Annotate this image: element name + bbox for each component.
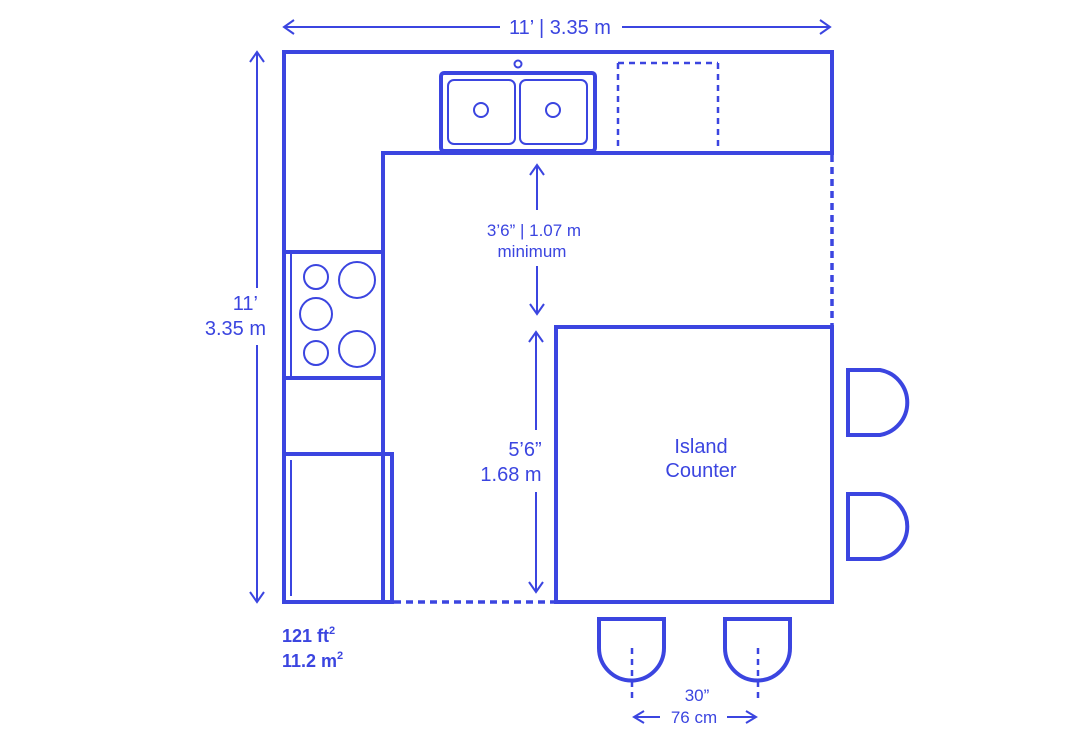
area-label: 121 ft2 11.2 m2 bbox=[282, 625, 343, 671]
island-gap-ft: 5’6” bbox=[508, 439, 541, 461]
left-dimension-m: 3.35 m bbox=[205, 318, 266, 340]
refrigerator bbox=[282, 452, 394, 604]
island-gap-dimension: 5’6” 1.68 m bbox=[480, 330, 544, 594]
island-label-line2: Counter bbox=[665, 460, 736, 482]
stool-spacing-dimension: 30” 76 cm bbox=[632, 686, 758, 727]
stool-spacing-in: 30” bbox=[685, 686, 710, 705]
clearance-value: 3’6” | 1.07 m bbox=[487, 221, 581, 240]
clearance-note: minimum bbox=[498, 242, 567, 261]
island-label-line1: Island bbox=[674, 436, 727, 458]
island-counter: Island Counter bbox=[554, 325, 834, 604]
stool-right-1 bbox=[846, 368, 910, 437]
stool-spacing-cm: 76 cm bbox=[671, 708, 717, 727]
area-imperial: 121 ft2 bbox=[282, 625, 335, 646]
left-dimension: 11’ 3.35 m bbox=[205, 50, 266, 604]
left-dimension-ft: 11’ bbox=[233, 293, 258, 315]
cooktop bbox=[282, 250, 385, 380]
area-metric: 11.2 m2 bbox=[282, 650, 343, 671]
dishwasher-outline bbox=[616, 61, 720, 151]
top-dimension: 11’ | 3.35 m bbox=[282, 17, 832, 39]
double-sink bbox=[439, 59, 597, 153]
top-dimension-label: 11’ | 3.35 m bbox=[509, 17, 611, 39]
island-gap-m: 1.68 m bbox=[480, 464, 541, 486]
stool-right-2 bbox=[846, 492, 910, 561]
clearance-dimension: 3’6” | 1.07 m minimum bbox=[487, 163, 581, 316]
